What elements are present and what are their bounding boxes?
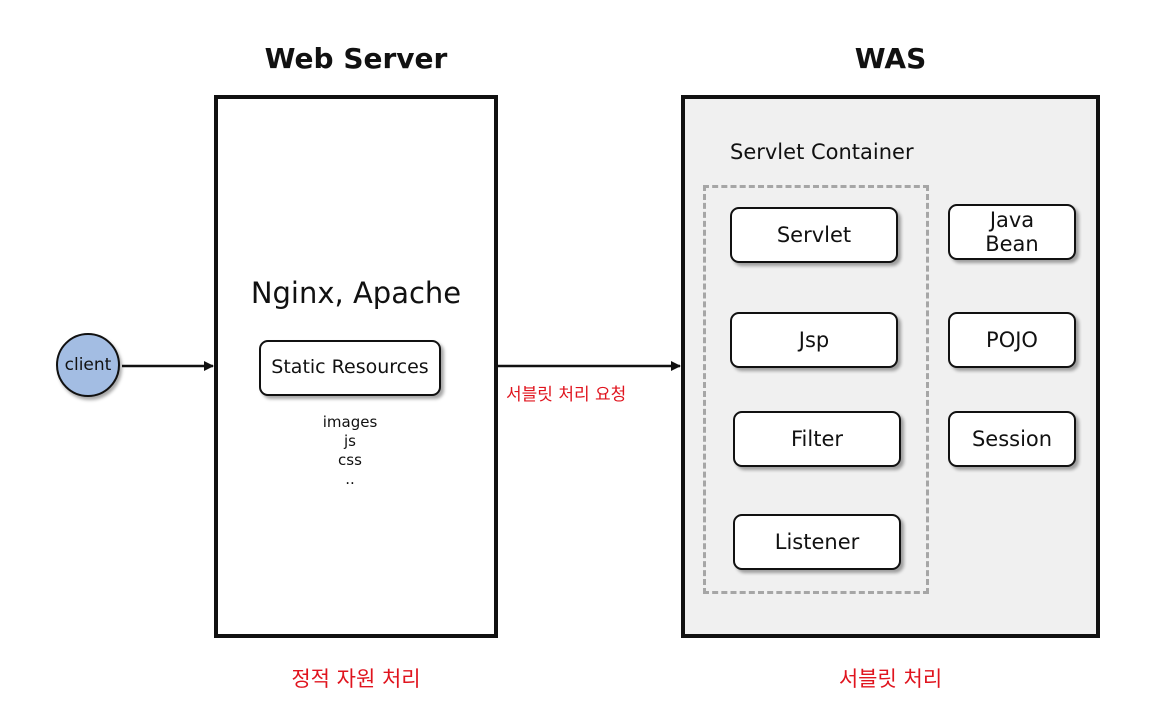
servlet-container-label: Servlet Container <box>730 140 914 164</box>
resource-item: js <box>344 432 356 450</box>
static-resources-box: Static Resources <box>259 340 441 396</box>
pojo-box: POJO <box>948 312 1076 368</box>
web-server-title: Web Server <box>264 42 448 75</box>
resource-item: images <box>322 413 378 431</box>
web-server-software-label: Nginx, Apache <box>250 276 462 310</box>
was-caption: 서블릿 처리 <box>838 667 943 691</box>
java-bean-box: Java Bean <box>948 204 1076 260</box>
session-box: Session <box>948 411 1076 467</box>
jsp-box: Jsp <box>730 312 898 368</box>
listener-box: Listener <box>733 514 901 570</box>
web-server-caption: 정적 자원 처리 <box>291 667 421 691</box>
servlet-box: Servlet <box>730 207 898 263</box>
filter-box: Filter <box>733 411 901 467</box>
client-node: client <box>56 333 120 397</box>
servlet-container-frame <box>703 185 929 594</box>
resource-item: css <box>338 451 362 469</box>
servlet-request-label: 서블릿 처리 요청 <box>506 385 627 405</box>
was-title: WAS <box>854 42 927 75</box>
resource-item: .. <box>345 470 355 488</box>
static-resources-list: images js css .. <box>300 413 400 489</box>
